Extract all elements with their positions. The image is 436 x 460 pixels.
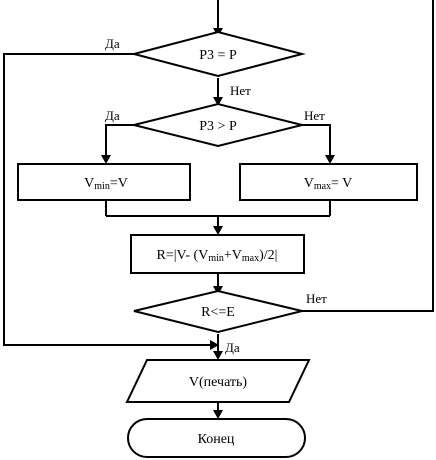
svg-text:V(печать): V(печать) (189, 375, 248, 390)
arrowhead-into-end (213, 410, 223, 419)
edge-labels: Да Нет Да Нет Нет Да (105, 36, 327, 355)
label-yes-decision-3: Да (225, 340, 240, 355)
arrowhead-into-output (213, 351, 223, 360)
process-vmin: Vmin=V (17, 163, 191, 201)
label-no-decision-2: Нет (304, 108, 325, 123)
label-no-decision-1: Нет (230, 83, 251, 98)
decision-p3-gt-p: P3 > P (133, 102, 303, 148)
svg-text:R=|V- (Vmin+Vmax)/2|: R=|V- (Vmin+Vmax)/2| (157, 248, 278, 264)
connectors (3, 0, 434, 413)
terminator-end: Конец (127, 418, 306, 458)
arrowhead-into-decision-2 (213, 97, 223, 106)
decision-p3-eq-p: P3 = P (130, 30, 306, 78)
arrowhead-loop-join (210, 340, 219, 350)
arrowhead-into-r-box (213, 226, 223, 235)
label-yes-decision-1: Да (105, 36, 120, 51)
label-yes-decision-2: Да (105, 108, 120, 123)
process-vmax: Vmax= V (239, 163, 418, 201)
svg-text:P3 = P: P3 = P (199, 48, 237, 63)
svg-text:Vmin=V: Vmin=V (84, 176, 128, 192)
decision-r-le-e: R<=E (133, 289, 303, 334)
svg-text:Конец: Конец (198, 432, 235, 447)
process-r-formula: R=|V- (Vmin+Vmax)/2| (130, 234, 305, 274)
arrowhead-into-vmin (101, 155, 111, 164)
output-v-print: V(печать) (125, 359, 311, 403)
svg-text:R<=E: R<=E (201, 305, 235, 320)
svg-text:P3 > P: P3 > P (199, 119, 237, 134)
arrowhead-into-vmax (325, 155, 335, 164)
svg-text:Vmax= V: Vmax= V (304, 176, 353, 192)
label-no-decision-3: Нет (306, 291, 327, 306)
